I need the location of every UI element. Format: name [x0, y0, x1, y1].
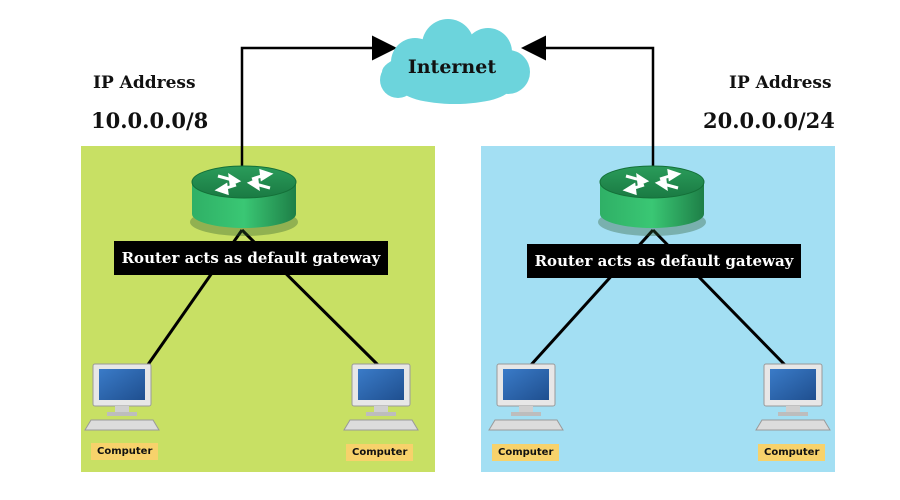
- computer-label-right-a: Computer: [492, 444, 560, 461]
- gateway-caption-right: Router acts as default gateway: [527, 244, 801, 278]
- computer-label-left-a: Computer: [91, 443, 159, 460]
- computer-icon-left-a: [84, 363, 160, 431]
- ip-address-value-right: 20.0.0.0/24: [703, 108, 835, 133]
- router-icon-left: [188, 164, 300, 238]
- ip-address-label-right: IP Address: [729, 73, 832, 93]
- computer-icon-left-b: [343, 363, 419, 431]
- ip-address-value-left: 10.0.0.0/8: [91, 108, 209, 133]
- computer-label-left-b: Computer: [346, 444, 414, 461]
- router-icon-right: [596, 164, 708, 238]
- internet-cloud-icon: [380, 19, 530, 104]
- right-uplink-arrow: [521, 35, 655, 176]
- internet-label: Internet: [407, 56, 497, 78]
- left-uplink-arrow: [240, 35, 397, 176]
- computer-icon-right-a: [488, 363, 564, 431]
- ip-address-label-left: IP Address: [93, 73, 196, 93]
- computer-icon-right-b: [755, 363, 831, 431]
- computer-label-right-b: Computer: [758, 444, 826, 461]
- gateway-caption-left: Router acts as default gateway: [114, 241, 388, 275]
